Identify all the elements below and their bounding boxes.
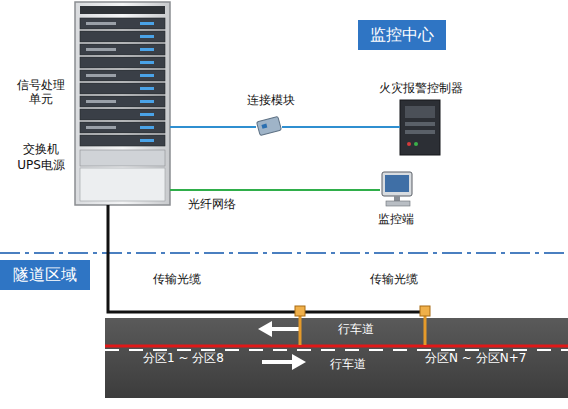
connector-line: [170, 126, 256, 128]
node-label: 连接模块: [246, 93, 296, 107]
fire-alarm-panel-icon: [400, 100, 440, 155]
connection-module-icon: [257, 116, 282, 135]
connector-line: [282, 126, 400, 128]
monitor-terminal: 监控端: [380, 172, 412, 208]
region-title: 监控中心: [370, 25, 434, 44]
direction-arrow: [258, 321, 300, 337]
title-box: 监控中心: [358, 20, 446, 50]
region-divider: [0, 252, 568, 254]
lane-marking: [105, 349, 568, 351]
node-label: 火灾报警控制器: [376, 81, 466, 95]
server-rack: [75, 2, 170, 205]
cable-label: 传输光缆: [153, 272, 201, 286]
node-label: 交换机: [13, 142, 69, 156]
lane-label: 行车道: [338, 322, 374, 336]
zone-label: 分区N ~ 分区N+7: [425, 351, 526, 365]
direction-arrow: [262, 354, 306, 370]
sensing-cable: [105, 345, 568, 348]
monitor-icon: [382, 172, 412, 206]
sensor-post: [295, 306, 430, 345]
connection-module: 连接模块: [256, 117, 282, 135]
zone-label: 分区1 ~ 分区8: [143, 351, 224, 365]
road: [105, 318, 568, 398]
region-box: 隧道区域: [0, 260, 90, 290]
connector-line: [170, 189, 380, 191]
node-label: 信号处理 单元: [13, 78, 69, 107]
lane-label: 行车道: [330, 357, 366, 371]
fire-alarm-controller: 火灾报警控制器: [400, 100, 440, 155]
edge-label: 光纤网络: [188, 197, 236, 211]
region-title: 隧道区域: [13, 265, 77, 284]
node-label: UPS电源: [13, 158, 69, 172]
node-label: 监控端: [374, 212, 418, 226]
cable-label: 传输光缆: [370, 272, 418, 286]
transmission-cable: [108, 205, 430, 312]
server-rack-node: 信号处理 单元交换机UPS电源: [75, 2, 170, 205]
